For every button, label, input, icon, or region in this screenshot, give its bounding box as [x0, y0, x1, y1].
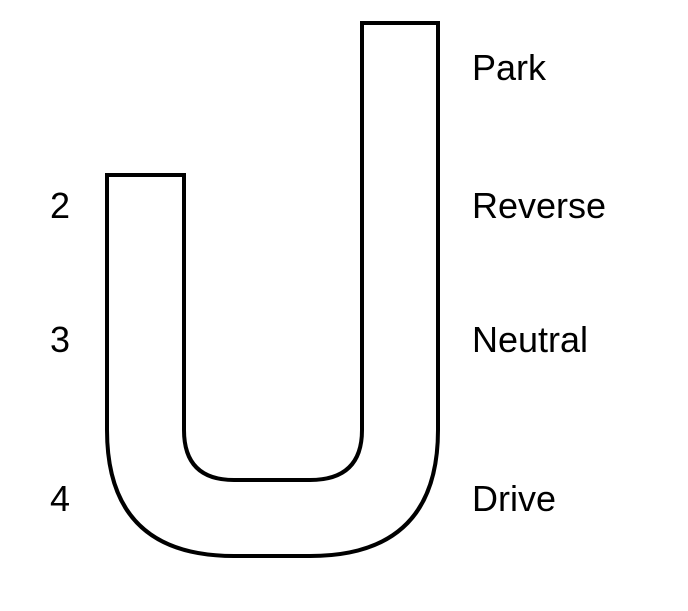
- third-gear-label: 3: [50, 319, 71, 360]
- park-label: Park: [472, 47, 547, 88]
- drive-label: Drive: [472, 478, 557, 519]
- u-shaped-shift-slot: [105, 21, 440, 558]
- second-gear-label: 2: [50, 185, 71, 226]
- fourth-gear-label: 4: [50, 478, 71, 519]
- neutral-label: Neutral: [472, 319, 589, 360]
- reverse-label: Reverse: [472, 185, 607, 226]
